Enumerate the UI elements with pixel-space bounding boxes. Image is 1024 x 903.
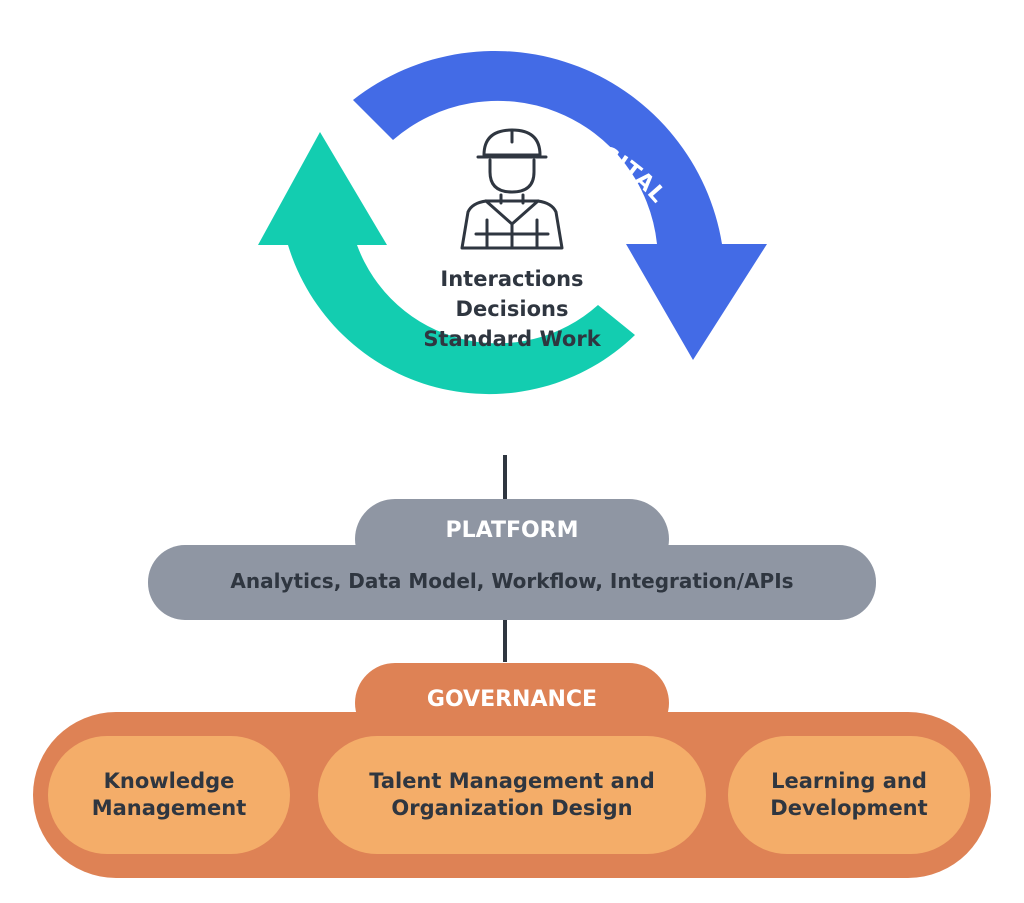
digital-arrow <box>353 50 767 360</box>
pill-line-2: Development <box>770 796 928 820</box>
knowledge-management-text: Knowledge Management <box>48 768 290 822</box>
pill-line-1: Learning and <box>771 769 927 793</box>
worker-hardhat-icon <box>460 128 564 250</box>
center-line-interactions: Interactions <box>440 267 584 291</box>
platform-shape <box>148 499 876 620</box>
learning-development-text: Learning and Development <box>728 768 970 822</box>
pill-line-2: Management <box>91 796 247 820</box>
pill-line-1: Knowledge <box>103 769 235 793</box>
pill-line-1: Talent Management and <box>369 769 655 793</box>
center-line-decisions: Decisions <box>455 297 569 321</box>
talent-management-text: Talent Management and Organization Desig… <box>318 768 706 822</box>
platform-title: PLATFORM <box>445 518 579 543</box>
talent-management-pill <box>318 736 706 854</box>
physical-arrow <box>258 132 635 395</box>
learning-development-pill <box>728 736 970 854</box>
governance-title: GOVERNANCE <box>426 687 598 712</box>
pill-line-2: Organization Design <box>391 796 633 820</box>
center-line-standard-work: Standard Work <box>423 327 601 351</box>
knowledge-management-pill <box>48 736 290 854</box>
platform-body: Analytics, Data Model, Workflow, Integra… <box>230 569 794 593</box>
